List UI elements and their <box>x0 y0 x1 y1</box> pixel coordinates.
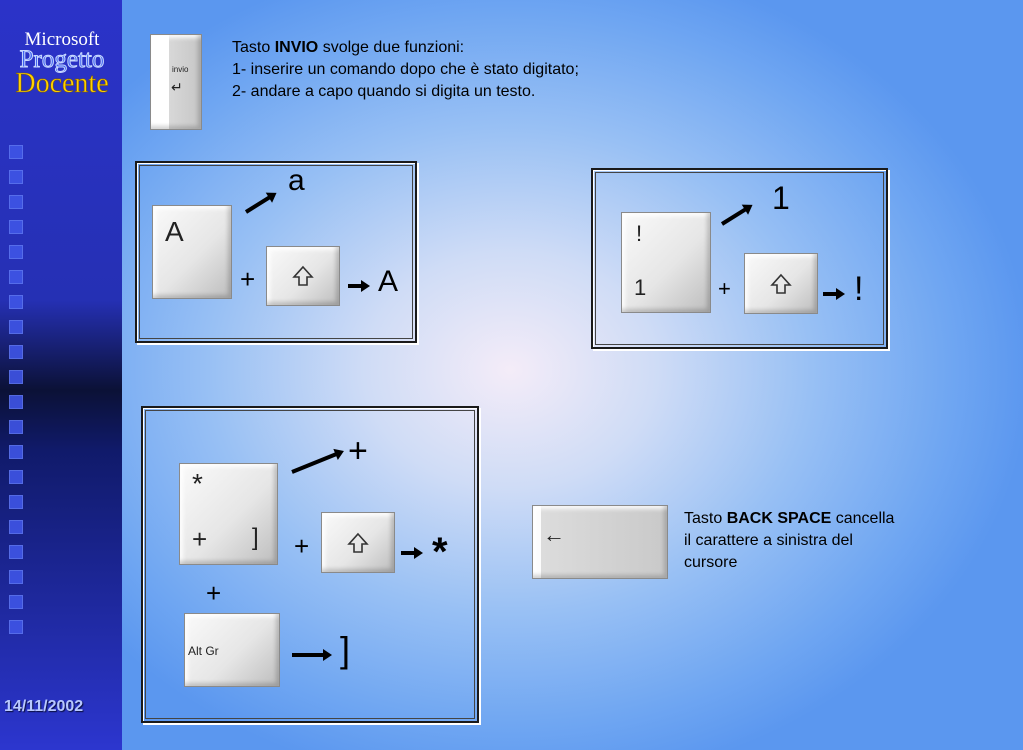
box-key-a <box>135 161 417 343</box>
logo-microsoft: Microsoft <box>24 29 100 50</box>
plus-sign: + <box>718 276 731 301</box>
result-digit-1: 1 <box>772 180 790 216</box>
box-key-1 <box>591 168 888 349</box>
shift-key-image <box>266 246 340 306</box>
shift-icon <box>770 273 792 294</box>
invio-key-label: invio <box>172 65 189 74</box>
altgr-key-image: Alt Gr <box>184 613 280 687</box>
invio-function-1: 1- inserire un comando dopo che è stato … <box>232 61 579 78</box>
key-1-top-label: ! <box>636 221 643 246</box>
key-a-image: A <box>152 205 232 299</box>
result-plus: + <box>348 432 368 470</box>
plus-sign: + <box>240 264 256 294</box>
result-uppercase-a: A <box>378 265 399 298</box>
result-asterisk: * <box>432 530 448 574</box>
logo: Microsoft Progetto Docente <box>4 30 120 98</box>
key-1-image: ! 1 <box>621 212 711 313</box>
arrow-icon <box>823 288 845 300</box>
key-1-bottom-label: 1 <box>634 275 647 300</box>
arrow-icon <box>348 280 370 292</box>
altgr-key-label: Alt Gr <box>188 644 219 658</box>
arrow-icon <box>292 649 332 661</box>
shift-icon <box>292 265 314 286</box>
result-exclamation: ! <box>854 270 864 308</box>
key-plus-image: * + ] <box>179 463 278 565</box>
sidebar-squares <box>9 145 23 645</box>
sidebar: Microsoft Progetto Docente 14/11/2002 <box>0 0 122 750</box>
key-plus-top-label: * <box>192 468 203 499</box>
key-plus-bottom-right-label: ] <box>252 524 259 551</box>
shift-key-image <box>321 512 395 573</box>
key-a-label: A <box>165 216 184 247</box>
shift-key-image <box>744 253 818 314</box>
result-bracket: ] <box>340 629 351 670</box>
invio-description: Tasto INVIO svolge due funzioni: 1- inse… <box>232 37 702 103</box>
shift-icon <box>347 532 369 553</box>
key-plus-bottom-left-label: + <box>192 524 208 554</box>
box-key-plus <box>141 406 479 723</box>
slide-date: 14/11/2002 <box>4 698 84 715</box>
backspace-description: Tasto BACK SPACE cancella il carattere a… <box>684 510 895 571</box>
plus-sign: + <box>206 578 222 608</box>
invio-function-2: 2- andare a capo quando si digita un tes… <box>232 83 536 100</box>
plus-sign: + <box>294 531 310 561</box>
backspace-arrow-icon: ← <box>543 522 565 547</box>
arrow-icon <box>401 547 423 559</box>
logo-progetto: Progetto <box>19 46 105 73</box>
result-lowercase-a: a <box>288 164 305 197</box>
logo-docente: Docente <box>15 68 109 99</box>
invio-key-image: invio ↵ <box>150 34 202 130</box>
enter-arrow-icon: ↵ <box>171 79 183 95</box>
backspace-key-image: ← <box>532 505 668 579</box>
